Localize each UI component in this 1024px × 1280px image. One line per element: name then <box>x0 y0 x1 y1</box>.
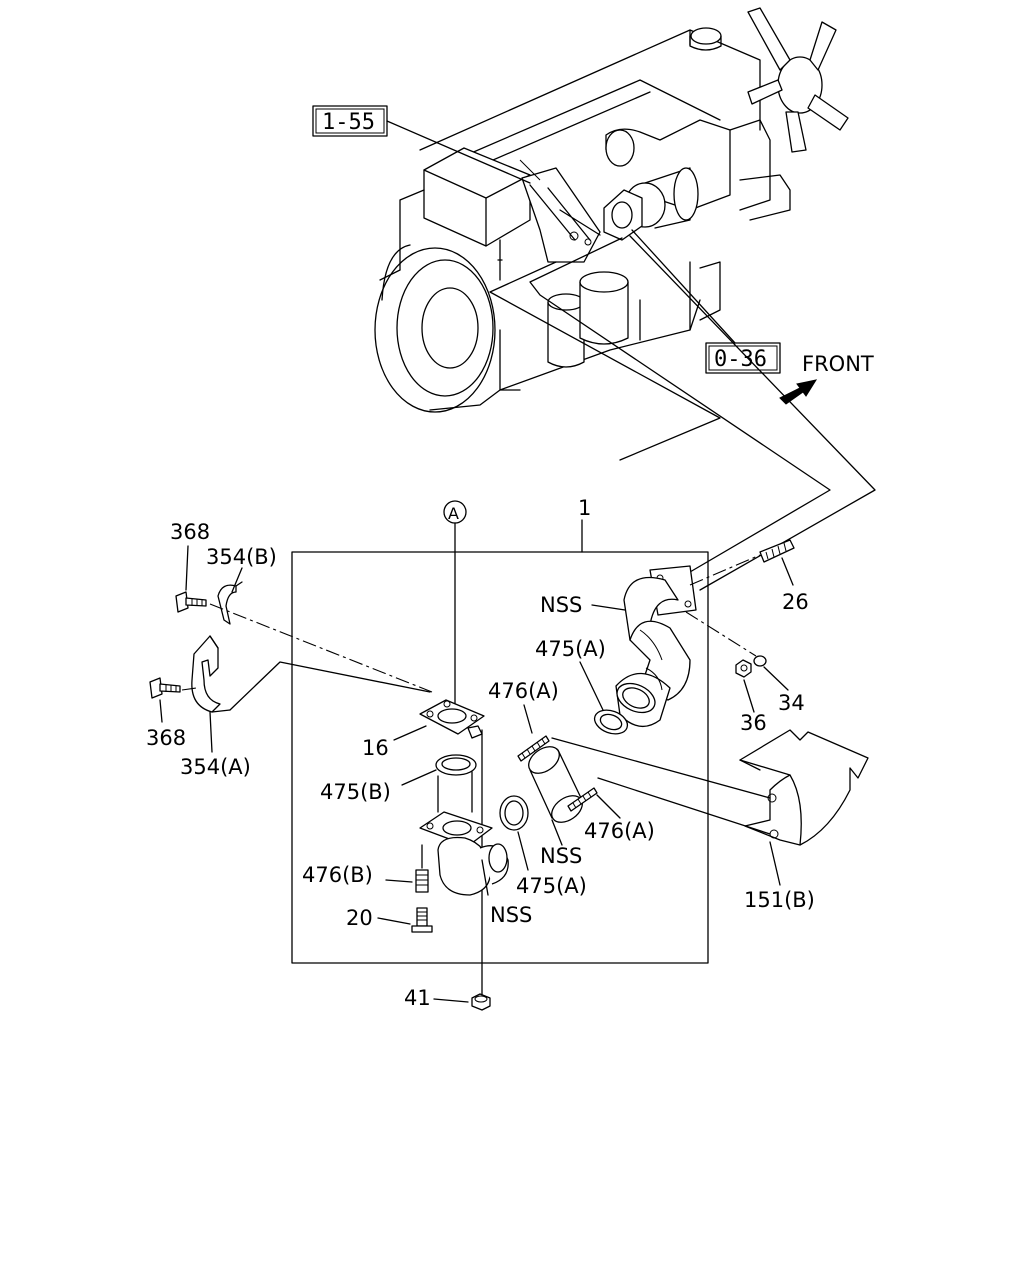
spring-476b[interactable] <box>385 844 429 893</box>
stud-26[interactable] <box>689 539 795 586</box>
exhaust-elbow-lower[interactable] <box>419 811 509 896</box>
washer-34[interactable] <box>753 655 789 691</box>
exhaust-sleeve-mid[interactable] <box>524 741 587 846</box>
reference-box-0-36[interactable]: 0-36 <box>631 229 781 374</box>
bolt-368-bottom[interactable] <box>149 677 181 723</box>
part-476b-label: 476(B) <box>302 863 373 887</box>
callout-a[interactable]: A <box>443 500 483 999</box>
nss-lower-label: NSS <box>490 903 532 927</box>
spring-476a-left[interactable] <box>517 704 550 762</box>
part-475b-label: 475(B) <box>320 780 391 804</box>
bolt-20[interactable] <box>377 907 433 933</box>
part-26-label: 26 <box>782 590 809 614</box>
nut-41[interactable] <box>433 993 491 1011</box>
part-368-bottom-label: 368 <box>146 726 186 750</box>
assembly-detail-box: 1 <box>291 496 709 964</box>
nss-upper-label: NSS <box>540 593 582 617</box>
gasket-475a-upper[interactable] <box>591 706 630 738</box>
front-label: FRONT <box>802 352 874 376</box>
part-354a-label: 354(A) <box>180 755 251 779</box>
part-41-label: 41 <box>404 986 431 1010</box>
gasket-475a-lower[interactable] <box>499 795 529 871</box>
front-arrow-icon <box>779 379 818 405</box>
part-16-label: 16 <box>362 736 389 760</box>
front-direction-indicator: FRONT <box>779 352 874 405</box>
exhaust-pipe-elbow-upper[interactable] <box>612 565 697 727</box>
part-34-label: 34 <box>778 691 805 715</box>
nut-36[interactable] <box>735 659 755 713</box>
heat-shield-151b[interactable] <box>739 729 869 886</box>
spring-476a-right[interactable] <box>567 787 621 819</box>
engine-illustration <box>374 7 876 591</box>
nss-mid-label: NSS <box>540 844 582 868</box>
cooling-fan-icon <box>747 7 849 153</box>
part-368-top-label: 368 <box>170 520 210 544</box>
ref-0-36-label: 0-36 <box>714 347 767 372</box>
reference-box-1-55[interactable]: 1-55 <box>312 105 531 184</box>
part-151b-label: 151(B) <box>744 888 815 912</box>
clamp-354a[interactable] <box>191 635 431 753</box>
part-476a-left-label: 476(A) <box>488 679 559 703</box>
clamp-354b[interactable] <box>217 567 243 625</box>
part-1-label: 1 <box>578 496 591 520</box>
part-476a-right-label: 476(A) <box>584 819 655 843</box>
part-475a-upper-label: 475(A) <box>535 637 606 661</box>
part-20-label: 20 <box>346 906 373 930</box>
gasket-475b[interactable] <box>401 754 477 786</box>
ref-1-55-label: 1-55 <box>322 110 375 135</box>
part-36-label: 36 <box>740 711 767 735</box>
part-475a-lower-label: 475(A) <box>516 874 587 898</box>
part-354b-label: 354(B) <box>206 545 277 569</box>
flange-gasket-16[interactable] <box>393 699 485 741</box>
callout-a-label: A <box>448 504 459 523</box>
bolt-368-top[interactable] <box>175 545 207 613</box>
